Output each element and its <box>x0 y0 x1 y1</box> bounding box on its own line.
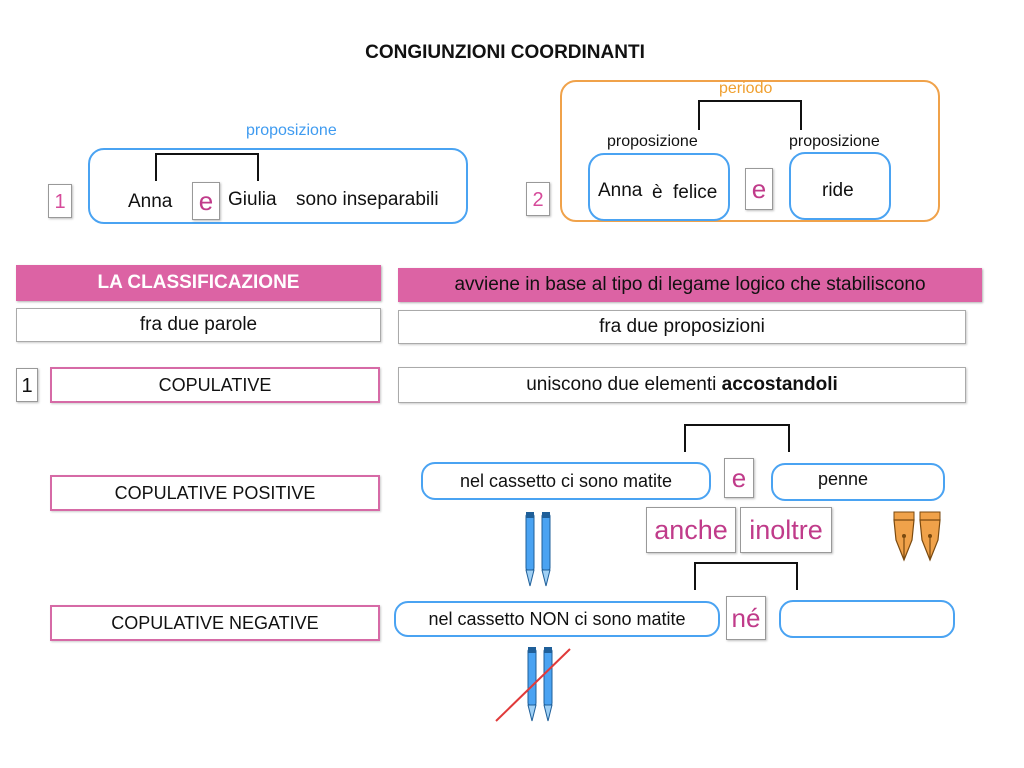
example2-period-box <box>560 80 940 222</box>
between-words-box: fra due parole <box>16 308 381 342</box>
example-number-2: 2 <box>526 182 550 216</box>
page-title: CONGIUNZIONI COORDINANTI <box>365 42 645 63</box>
copulative-definition-bold: accostandoli <box>721 374 838 395</box>
example2-period-label: periodo <box>719 80 773 97</box>
copulative-negative-label: COPULATIVE NEGATIVE <box>50 605 380 641</box>
classification-description: avviene in base al tipo di legame logico… <box>398 268 982 302</box>
pencils-icon <box>525 512 551 587</box>
example2-proposizione-label-2: proposizione <box>789 133 880 150</box>
positive-conjunction: e <box>724 458 754 498</box>
negative-link-bracket <box>694 562 798 590</box>
copulative-definition: uniscono due elementi accostandoli <box>398 367 966 403</box>
positive-link-bracket <box>684 424 790 452</box>
example1-proposizione-label: proposizione <box>246 122 337 139</box>
negative-clause2 <box>779 600 955 638</box>
example1-link-bracket <box>155 153 259 181</box>
copulative-positive-label: COPULATIVE POSITIVE <box>50 475 380 511</box>
example-number-1: 1 <box>48 184 72 218</box>
pencil-icon <box>525 512 535 587</box>
pencil-icon <box>527 647 537 722</box>
crossed-pencils-icon <box>495 647 571 722</box>
nib-icon <box>893 511 915 562</box>
example2-conjunction: e <box>745 168 773 210</box>
copulative-label: COPULATIVE <box>50 367 380 403</box>
pencil-icon <box>543 647 553 722</box>
example1-word-anna: Anna <box>128 191 173 212</box>
example2-clause2-box <box>789 152 891 220</box>
example1-proposition-box <box>88 148 468 224</box>
classification-header: LA CLASSIFICAZIONE <box>16 265 381 301</box>
negative-clause1: nel cassetto NON ci sono matite <box>394 601 720 637</box>
fountain-pen-nibs-icon <box>893 511 941 562</box>
pencil-icon <box>541 512 551 587</box>
example2-proposizione-label-1: proposizione <box>607 133 698 150</box>
copulative-definition-text: uniscono due elementi <box>526 374 722 395</box>
between-clauses-box: fra due proposizioni <box>398 310 966 344</box>
example1-predicate: sono inseparabili <box>296 189 439 210</box>
positive-clause1: nel cassetto ci sono matite <box>421 462 711 500</box>
example1-conjunction: e <box>192 182 220 220</box>
negative-conjunction: né <box>726 596 766 640</box>
example2-word-e-verb: è <box>652 182 663 203</box>
positive-clause2: penne <box>771 463 945 501</box>
nib-icon <box>919 511 941 562</box>
example2-word-anna: Anna <box>598 180 643 201</box>
example2-clause1-box <box>588 153 730 221</box>
alternative-inoltre: inoltre <box>740 507 832 553</box>
example2-word-felice: felice <box>673 182 718 203</box>
cross-out-line <box>495 648 571 722</box>
example2-word-ride: ride <box>822 180 854 201</box>
alternative-anche: anche <box>646 507 736 553</box>
category-number-1: 1 <box>16 368 38 402</box>
example2-link-bracket <box>698 100 802 130</box>
example1-word-giulia: Giulia <box>228 189 277 210</box>
